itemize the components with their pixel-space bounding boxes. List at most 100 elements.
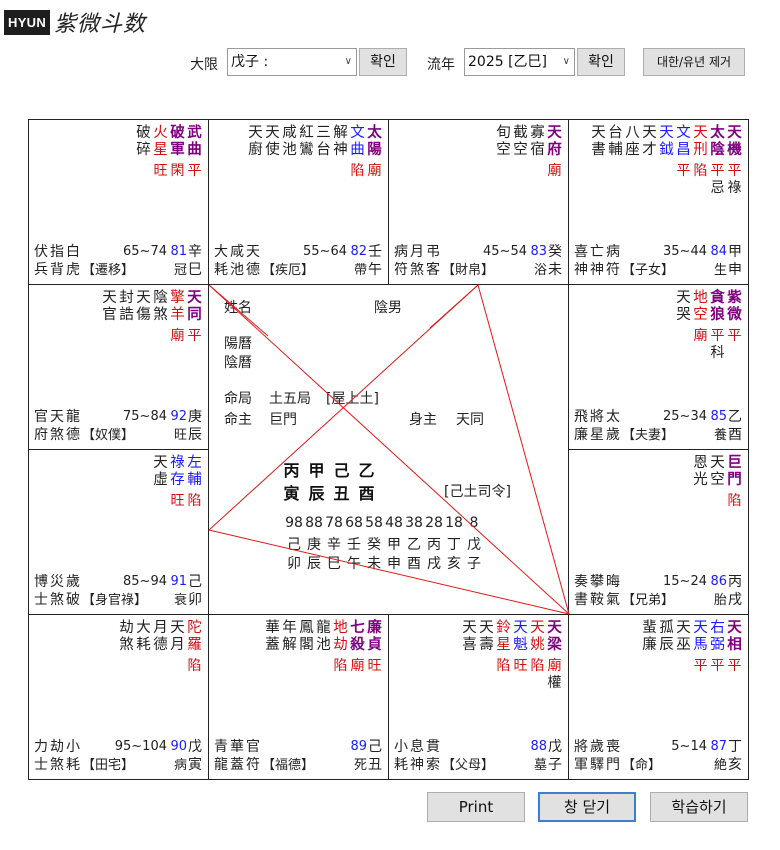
minor-god-char: 煞 [50, 592, 64, 608]
star-name: 大耗 [136, 620, 151, 653]
minor-god-char: 伏 [34, 244, 48, 260]
minor-god-char: 廉 [574, 427, 588, 443]
ganzhi-char: 申 [728, 262, 742, 278]
minor-god: 將軍 [573, 738, 589, 774]
minor-god-char: 博 [34, 574, 48, 590]
daeun-stem: 己 [287, 537, 301, 553]
minor-god-char: 咸 [230, 244, 244, 260]
star-name: 天壽 [479, 620, 494, 653]
minor-god-char: 將 [590, 409, 604, 425]
star-column: 年解 [281, 620, 298, 675]
star-name: 天哭 [676, 290, 691, 323]
ganzhi-char: 子 [548, 757, 562, 773]
print-button[interactable]: Print [427, 792, 525, 822]
minor-god-char: 索 [426, 757, 440, 773]
palace-name: 【父母】 [442, 758, 495, 773]
remove-daehan-year-button[interactable]: 대한/유년 제거 [643, 48, 745, 76]
star-name: 咸池 [282, 125, 297, 158]
star-column: 文曲陷 [349, 125, 366, 180]
close-window-button[interactable]: 창 닫기 [538, 792, 636, 822]
star-brightness: 陷 [350, 163, 365, 179]
flow-number: 81 [170, 244, 187, 259]
daeun-age: 18 [445, 515, 463, 531]
minor-god: 咸池 [229, 243, 245, 279]
minor-god-char: 氣 [606, 592, 620, 608]
year-confirm-button[interactable]: 확인 [577, 48, 625, 76]
life-stage: 旺 [173, 428, 187, 443]
daehan-select[interactable]: 戊子 : ∨ [227, 48, 357, 76]
star-list: 武曲平破軍閑火星旺破碎 [135, 125, 203, 180]
minor-god-char: 喪 [606, 739, 620, 755]
star-name: 文昌 [676, 125, 691, 158]
logo-brand: HYUN [4, 9, 51, 35]
star-column: 天使 [264, 125, 281, 180]
minor-god-char: 歲 [66, 574, 80, 590]
star-column: 貪狼平科 [709, 290, 726, 362]
star-name: 八座 [625, 125, 640, 158]
minor-god: 將星 [589, 408, 605, 444]
minor-god: 小耗 [393, 738, 409, 774]
star-column: 陀羅陷 [186, 620, 203, 675]
star-column: 月德 [152, 620, 169, 675]
daehan-confirm-button[interactable]: 확인 [359, 48, 407, 76]
flow-number: 83 [530, 244, 547, 259]
minor-god-char: 龍 [214, 757, 228, 773]
study-button[interactable]: 학습하기 [650, 792, 748, 822]
palace-name: 【身官祿】 [82, 593, 148, 608]
star-column: 華蓋 [264, 620, 281, 675]
daeun-branch: 子 [467, 556, 481, 572]
minor-god-char: 喜 [574, 244, 588, 260]
flow-number: 82 [350, 244, 367, 259]
minor-god-char: 月 [410, 244, 424, 260]
life-stage: 胎 [713, 593, 727, 608]
minor-god: 歲破 [65, 573, 81, 609]
ganzhi-char: 戊 [188, 739, 202, 755]
star-column: 劫煞 [118, 620, 135, 675]
minor-gods: 小耗息神貫索 [393, 738, 441, 774]
star-column: 左輔陷 [186, 455, 203, 510]
ganzhi-char: 亥 [728, 757, 742, 773]
daeun-age: 48 [385, 515, 403, 531]
star-brightness: 平 [727, 163, 742, 179]
star-list: 天府廟寡宿截空旬空 [495, 125, 563, 180]
ziwei-chart: 姓名 陰男 陽曆 陰曆 命局 土五局 [屋上土] 命主 巨門 身主 天同 丙甲己… [28, 119, 749, 780]
minor-god-char: 劫 [50, 739, 64, 755]
ganzhi-char: 丁 [728, 739, 742, 755]
star-name: 地空 [693, 290, 708, 323]
life-stage: 絶 [713, 758, 727, 773]
star-brightness: 廟 [367, 163, 382, 179]
star-name: 陀羅 [187, 620, 202, 653]
minor-god-char: 指 [50, 244, 64, 260]
daeun-branch: 未 [367, 556, 381, 572]
minor-god-char: 煞 [50, 757, 64, 773]
ming-ju-value: 土五局 [269, 391, 311, 407]
minor-god: 博士 [33, 573, 49, 609]
star-brightness: 廟 [547, 163, 562, 179]
star-name: 太陰 [710, 125, 725, 158]
minor-god: 飛廉 [573, 408, 589, 444]
star-column: 鈴星陷 [495, 620, 512, 692]
lunar-date-label: 陰曆 [224, 355, 252, 371]
ganzhi: 戊寅 [187, 738, 203, 774]
flow-number: 92 [170, 409, 187, 424]
year-select[interactable]: 2025 [乙巳] ∨ [464, 48, 575, 76]
minor-god-char: 士 [34, 757, 48, 773]
minor-god-char: 鞍 [590, 592, 604, 608]
daeun-age: 98 [285, 515, 303, 531]
ming-zhu-label: 命主 [224, 412, 252, 428]
star-name: 天相 [727, 620, 742, 653]
